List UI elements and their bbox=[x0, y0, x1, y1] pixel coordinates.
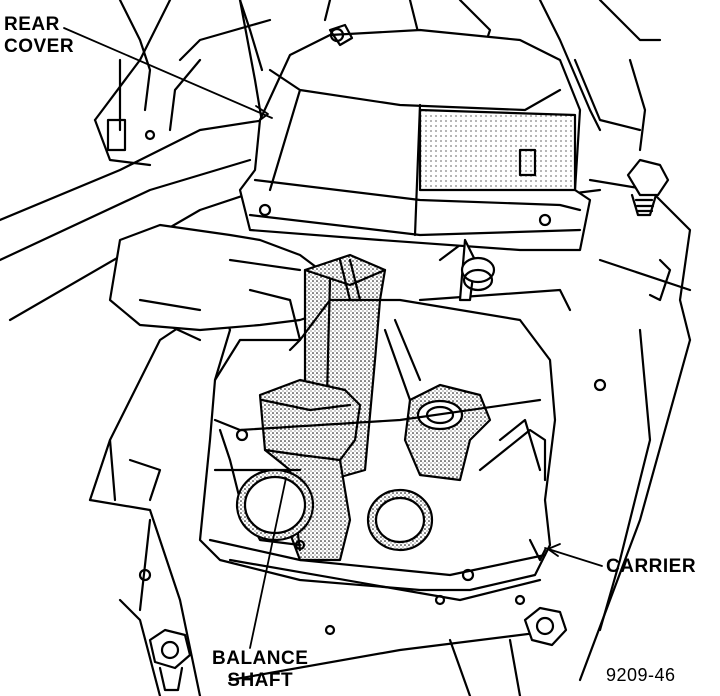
bolt-lower-left bbox=[148, 628, 192, 692]
bolt-lower-right bbox=[523, 606, 568, 647]
rear-cover bbox=[238, 0, 592, 252]
leader-lines bbox=[63, 27, 603, 649]
carrier bbox=[198, 298, 557, 636]
bolt-upper-right bbox=[626, 158, 670, 217]
carrier-label: CARRIER bbox=[606, 556, 697, 577]
balance-shaft-label-line2: SHAFT bbox=[227, 670, 294, 691]
balance-shaft-gear bbox=[403, 383, 492, 482]
connecting-rod bbox=[383, 238, 496, 402]
rear-cover-label-line2: COVER bbox=[4, 36, 75, 57]
rear-cover-label-line1: REAR bbox=[4, 14, 60, 35]
rear-cover-label: REAR COVER bbox=[4, 14, 74, 58]
engine-frame bbox=[0, 0, 692, 682]
figure-number: 9209-46 bbox=[606, 665, 676, 685]
balance-shaft-label-line1: BALANCE bbox=[212, 648, 309, 669]
balance-shaft-label: BALANCE SHAFT bbox=[212, 648, 308, 692]
